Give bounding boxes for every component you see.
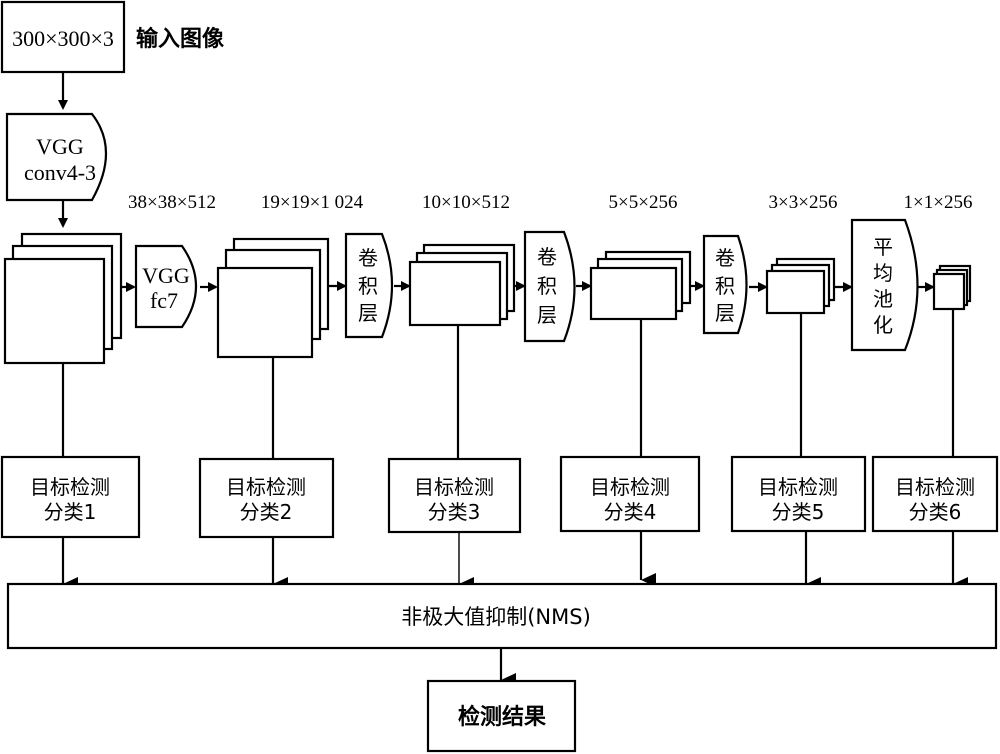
feature-map-1 (3, 232, 123, 365)
result-label: 检测结果 (458, 704, 546, 730)
detector-5-line1: 目标检测 (758, 475, 838, 499)
input-size-label: 300×300×3 (12, 26, 114, 51)
conv2-char1: 卷 (537, 245, 557, 269)
detector-box-6: 目标检测 分类6 (871, 455, 999, 533)
detector-box-3: 目标检测 分类3 (387, 457, 522, 534)
result-box: 检测结果 (426, 679, 577, 753)
detector-6-line1: 目标检测 (895, 475, 975, 499)
feature-map-6 (932, 264, 972, 311)
vgg-fc7-line2: fc7 (150, 288, 178, 313)
pool-char2: 均 (873, 261, 893, 285)
conv-layer-2: 卷 积 层 (523, 230, 576, 343)
feature-map-3 (408, 243, 516, 327)
conv1-char1: 卷 (358, 246, 378, 270)
feature-size-5: 3×3×256 (769, 192, 838, 213)
feature-size-4: 5×5×256 (609, 192, 678, 213)
feature-map-5 (765, 257, 836, 315)
input-image-title: 输入图像 (136, 26, 225, 52)
vgg-fc7-block: VGG fc7 (134, 244, 198, 329)
conv3-char2: 积 (715, 274, 735, 298)
conv3-char3: 层 (715, 301, 735, 325)
feature-size-6: 1×1×256 (904, 192, 973, 213)
detector-4-line2: 分类4 (604, 500, 657, 524)
detector-2-line1: 目标检测 (226, 475, 306, 499)
conv-layer-1: 卷 积 层 (344, 232, 394, 339)
conv2-char3: 层 (537, 303, 557, 327)
pool-char4: 化 (873, 313, 893, 337)
avg-pool-block: 平 均 池 化 (850, 218, 919, 352)
vgg-fc7-line1: VGG (142, 263, 190, 288)
detector-5-line2: 分类5 (772, 500, 825, 524)
vgg-conv4-3-block: VGG conv4-3 (5, 112, 108, 202)
detector-2-line2: 分类2 (240, 500, 293, 524)
conv3-char1: 卷 (715, 246, 735, 270)
feature-map-4 (589, 250, 692, 321)
feature-size-3: 10×10×512 (422, 192, 510, 213)
nms-box: 非极大值抑制(NMS) (6, 582, 998, 650)
input-image-box: 300×300×3 (0, 0, 126, 74)
detector-6-line2: 分类6 (909, 500, 962, 524)
detector-box-1: 目标检测 分类1 (0, 455, 141, 539)
nms-label: 非极大值抑制(NMS) (401, 605, 591, 629)
pool-char1: 平 (873, 235, 893, 259)
detector-1-line2: 分类1 (44, 500, 97, 524)
conv2-char2: 积 (537, 274, 557, 298)
feature-size-2: 19×19×1 024 (261, 192, 364, 213)
detector-box-5: 目标检测 分类5 (730, 455, 867, 533)
detector-3-line2: 分类3 (428, 500, 481, 524)
detector-4-line1: 目标检测 (590, 475, 670, 499)
vgg-conv-line1: VGG (36, 134, 84, 159)
detector-1-line1: 目标检测 (30, 475, 110, 499)
conv-layer-3: 卷 积 层 (702, 234, 748, 335)
conv1-char3: 层 (358, 301, 378, 325)
pool-char3: 池 (873, 287, 893, 311)
detector-3-line1: 目标检测 (414, 475, 494, 499)
detector-box-4: 目标检测 分类4 (559, 455, 701, 533)
conv1-char2: 积 (358, 274, 378, 298)
feature-map-2 (216, 237, 330, 359)
feature-size-1: 38×38×512 (128, 192, 216, 213)
vgg-conv-line2: conv4-3 (24, 160, 96, 185)
detector-box-2: 目标检测 分类2 (198, 457, 335, 539)
